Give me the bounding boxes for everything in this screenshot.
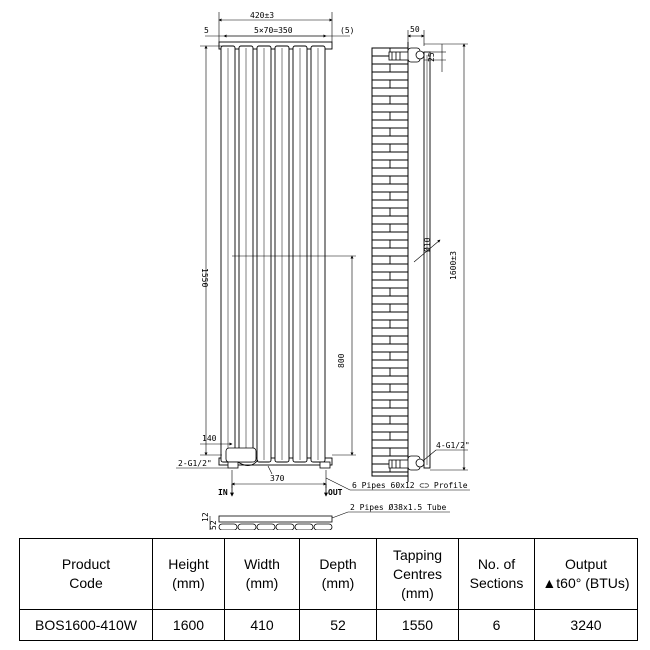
- inlet-offset-label: 140: [202, 434, 217, 443]
- header-output: Output▲t60° (BTUs): [534, 538, 638, 610]
- tubes-label: 2 Pipes Ø38x1.5 Tube: [350, 502, 447, 512]
- header-width: Width(mm): [224, 538, 300, 610]
- front-view: 420±3 5 5×70=350 (5): [176, 11, 356, 497]
- tapping-height-label: 800: [337, 353, 346, 368]
- table-row: BOS1600-410W 1600 410 52 1550 6 3240: [19, 609, 638, 641]
- bracket-thread-label: 4-G1/2": [436, 441, 470, 450]
- depth-a-label: 12: [201, 512, 210, 522]
- depth-b-label: 52: [209, 520, 218, 530]
- right-offset-label: (5): [340, 26, 354, 35]
- cell-width: 410: [224, 609, 300, 641]
- bottom-bracket: [388, 455, 425, 471]
- overall-width-label: 420±3: [250, 11, 274, 20]
- outlet-label: OUT: [328, 488, 343, 497]
- header-height: Height(mm): [152, 538, 225, 610]
- pipe-height-label: 1550: [200, 268, 209, 287]
- pipe-spacing-label: 5×70=350: [254, 26, 293, 35]
- top-offset-label: 25: [427, 52, 436, 62]
- cell-sections: 6: [458, 609, 535, 641]
- header-depth: Depth(mm): [299, 538, 377, 610]
- profile-section: [218, 515, 333, 530]
- cell-depth: 52: [299, 609, 377, 641]
- inlet-valve: [225, 447, 259, 469]
- bracket-rod-label: Ø10: [422, 237, 432, 252]
- wall-gap-label: 50: [410, 25, 420, 34]
- cell-tapping-centres: 1550: [376, 609, 459, 641]
- cell-product-code: BOS1600-410W: [19, 609, 153, 641]
- side-view: 50 25 1600±3 Ø10 4-G1/2": [371, 25, 470, 482]
- pipes-profile-label: 6 Pipes 60x12 ⊂⊃ Profile: [352, 481, 468, 490]
- inlet-label: IN: [218, 488, 228, 497]
- cell-height: 1600: [152, 609, 225, 641]
- inlet-thread-label: 2-G1/2": [178, 459, 212, 468]
- profile-view: 6 Pipes 60x12 ⊂⊃ Profile 2 Pipes Ø38x1.5…: [201, 477, 470, 530]
- radiator-pipes: [220, 45, 326, 463]
- overall-height-label: 1600±3: [449, 251, 458, 280]
- tapping-centres-label: 370: [270, 474, 285, 483]
- cell-output: 3240: [534, 609, 638, 641]
- left-offset-label: 5: [204, 26, 209, 35]
- brick-wall: [371, 47, 409, 477]
- radiator-technical-drawing: 420±3 5 5×70=350 (5): [176, 11, 470, 530]
- top-bracket: [388, 47, 425, 63]
